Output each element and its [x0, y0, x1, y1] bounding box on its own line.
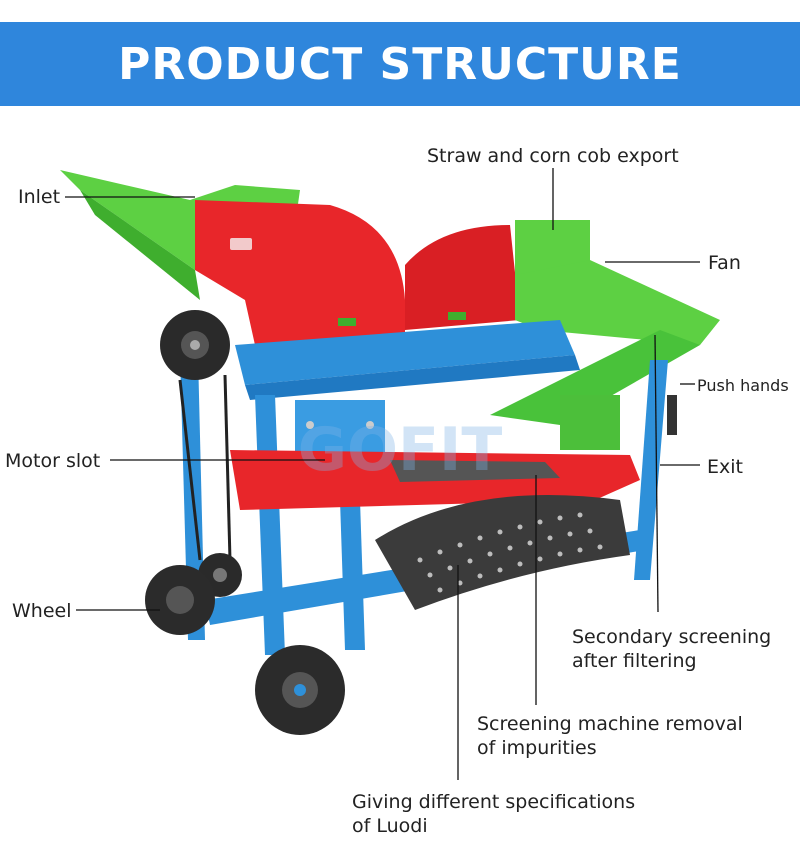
frame-leg-mid [340, 500, 365, 650]
frame-top [235, 320, 575, 385]
page-title: PRODUCT STRUCTURE [118, 38, 682, 90]
inlet-chute-side [80, 190, 200, 300]
frame-cross [245, 355, 580, 400]
label-motor-slot: Motor slot [5, 450, 101, 472]
label-screening-line2: of impurities [477, 737, 597, 759]
push-hand [667, 395, 677, 435]
perforated-drum [375, 495, 630, 610]
frame-leg-right [634, 360, 668, 580]
diagonal-chute [490, 330, 700, 425]
label-secondary-line2: after filtering [572, 650, 697, 672]
fan-box [560, 395, 620, 450]
label-giving-line1: Giving different specifications [352, 791, 636, 813]
label-secondary-line1: Secondary screening [572, 626, 772, 648]
hood-badge [230, 238, 252, 250]
fan-chute [515, 260, 720, 345]
drum-holes [417, 512, 603, 593]
leader-lines [65, 168, 700, 780]
label-wheel: Wheel [12, 600, 72, 622]
rear-hood [405, 225, 520, 330]
screen-mesh [390, 460, 560, 482]
label-straw-export: Straw and corn cob export [427, 145, 679, 167]
leader-secondary [654, 334, 659, 613]
label-inlet: Inlet [18, 186, 61, 208]
label-screening-line1: Screening machine removal [477, 713, 743, 735]
label-giving-line2: of Luodi [352, 815, 428, 837]
title-banner: PRODUCT STRUCTURE [0, 22, 800, 106]
label-exit: Exit [707, 456, 743, 478]
label-push-hands: Push hands [697, 376, 789, 395]
watermark: GOFIT [298, 415, 503, 485]
label-fan: Fan [708, 252, 741, 274]
main-hood [195, 200, 405, 345]
